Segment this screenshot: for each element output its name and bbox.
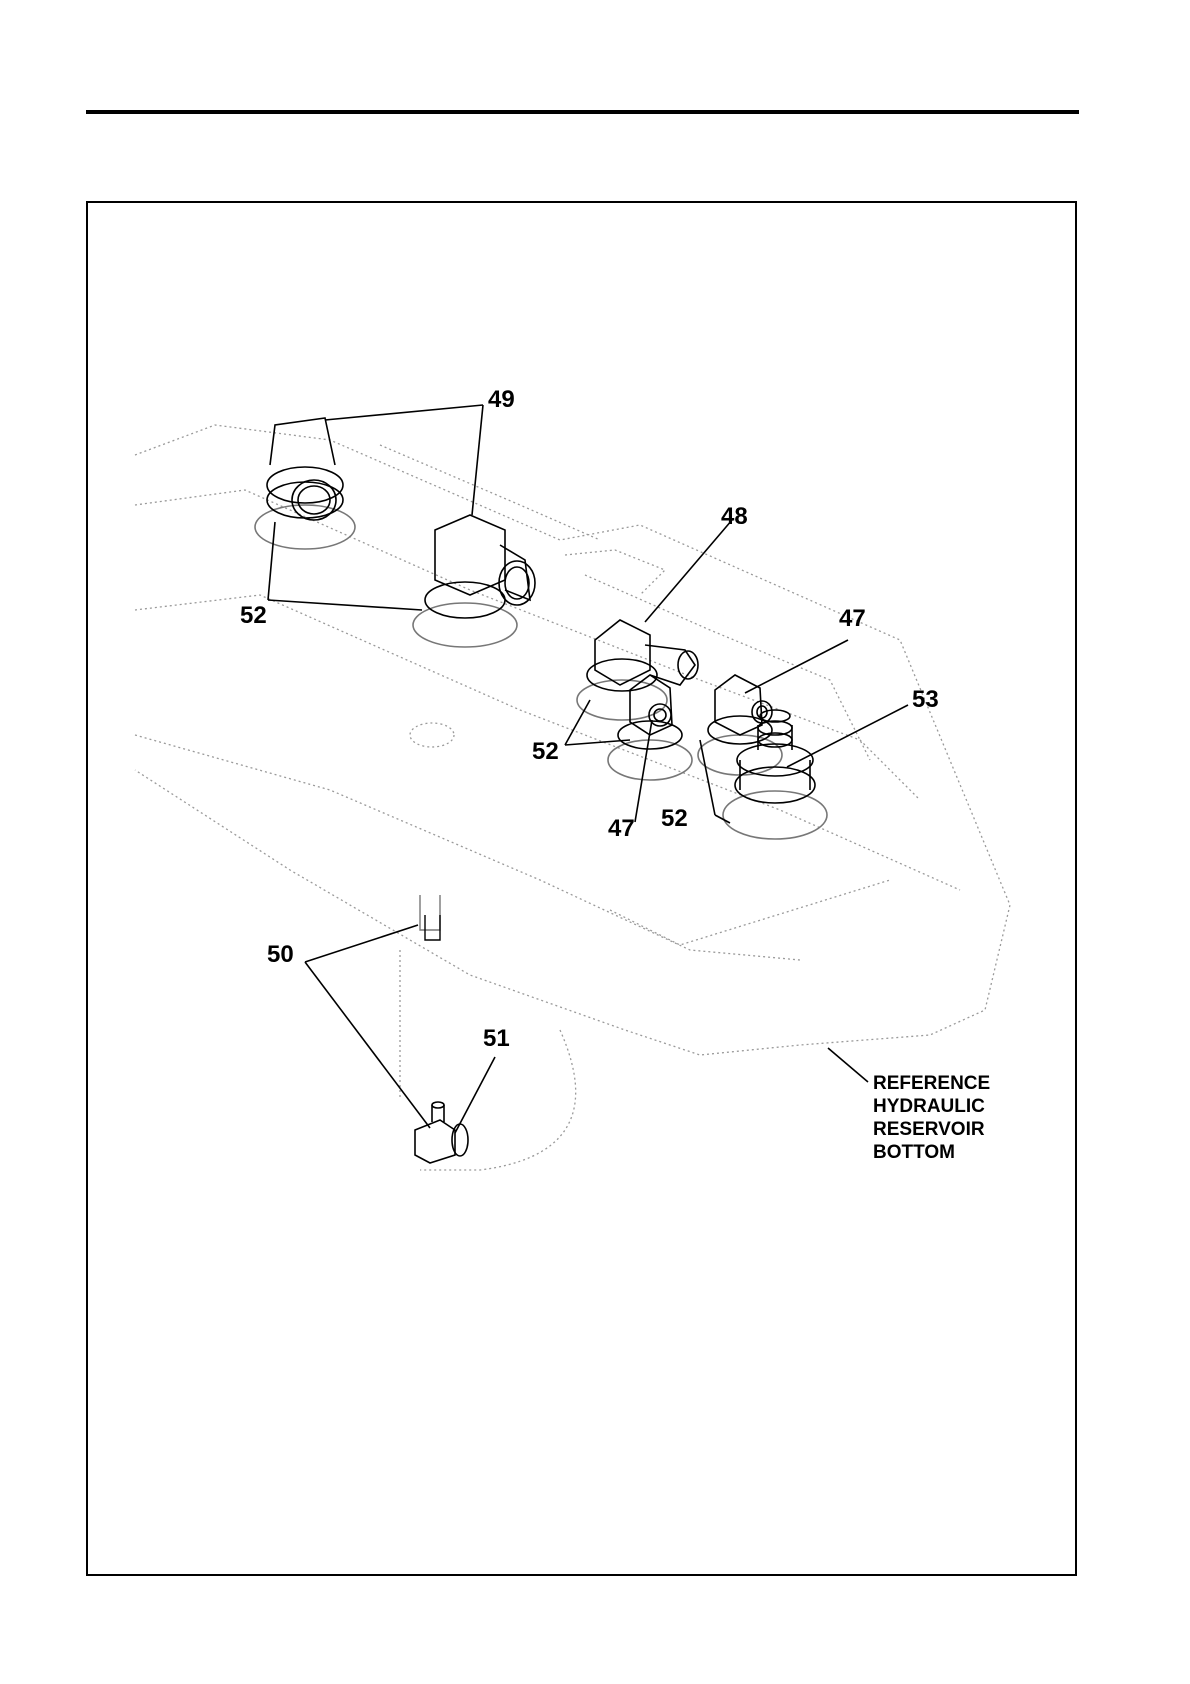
fitting-48 — [577, 620, 698, 720]
reference-line-4: BOTTOM — [873, 1141, 990, 1164]
callout-52-middle: 52 — [532, 740, 559, 764]
reservoir-outline — [135, 425, 1010, 1170]
reference-line-1: REFERENCE — [873, 1072, 990, 1095]
callout-52-left: 52 — [240, 604, 267, 628]
callout-47-middle: 47 — [608, 817, 635, 841]
fitting-49-left — [255, 418, 355, 549]
callout-49: 49 — [488, 388, 515, 412]
fitting-50-51-lower — [415, 1102, 468, 1163]
leader-lines — [268, 405, 908, 1133]
callout-51: 51 — [483, 1027, 510, 1051]
callout-50: 50 — [267, 943, 294, 967]
fitting-50-upper — [420, 895, 440, 940]
callout-47-right: 47 — [839, 607, 866, 631]
callout-53: 53 — [912, 688, 939, 712]
reference-label: REFERENCE HYDRAULIC RESERVOIR BOTTOM — [873, 1072, 990, 1164]
callout-52-right: 52 — [661, 807, 688, 831]
reference-line-2: HYDRAULIC — [873, 1095, 990, 1118]
reference-line-3: RESERVOIR — [873, 1118, 990, 1141]
callout-48: 48 — [721, 505, 748, 529]
fitting-49-right — [413, 515, 535, 647]
